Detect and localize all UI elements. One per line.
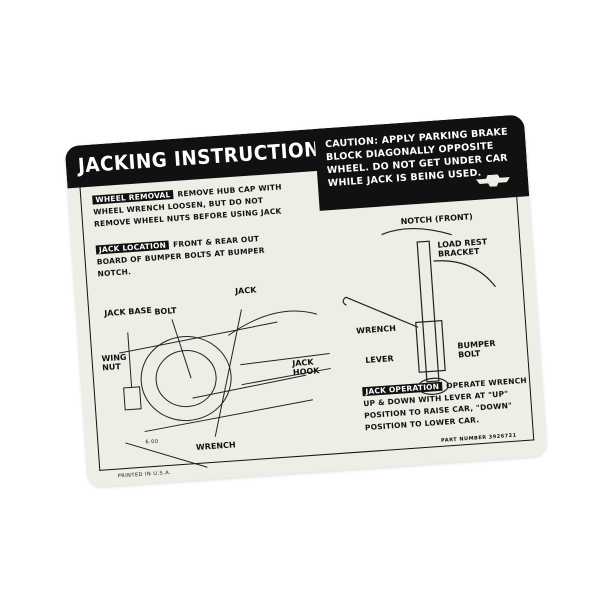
- label-jack: JACK: [234, 285, 257, 296]
- label-load-rest-bracket: LOAD REST BRACKET: [437, 237, 488, 259]
- label-bumper-bolt: BUMPER BOLT: [457, 338, 496, 360]
- label-bolt: BOLT: [154, 306, 177, 317]
- label-dimension: 6.00: [145, 438, 159, 446]
- label-jack-hook: JACK HOOK: [292, 357, 320, 378]
- jacking-instructions-decal: JACKING INSTRUCTIONS CAUTION: APPLY PARK…: [64, 114, 548, 488]
- label-wing-nut: WING NUT: [101, 352, 127, 373]
- jack-diagrams: [119, 228, 496, 468]
- wheel-diagram: [119, 309, 331, 468]
- jack-operation-text: OPERATE WRENCH UP & DOWN WITH LEVER AT "…: [362, 375, 528, 433]
